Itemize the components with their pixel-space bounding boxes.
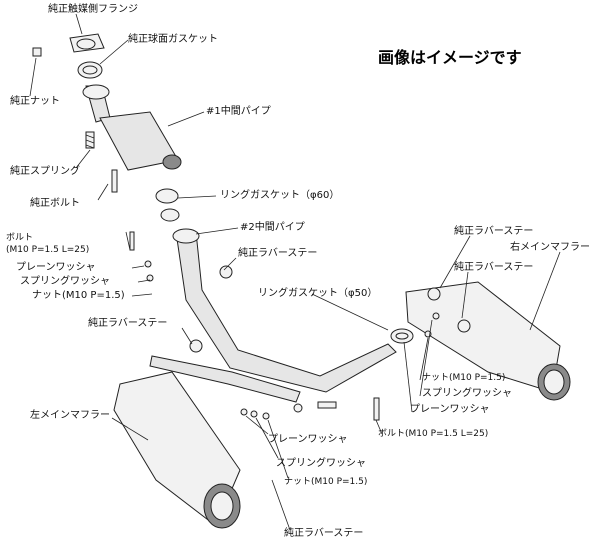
label-plain-washer-bottom: プレーンワッシャ xyxy=(268,434,348,445)
right-muffler-part xyxy=(405,281,571,401)
mid-pipe-2-part xyxy=(149,228,397,403)
bolt-part xyxy=(111,169,118,193)
label-bolt-spec-left: ボルト (M10 P=1.5 L=25) xyxy=(6,233,90,255)
label-oem-bolt: 純正ボルト xyxy=(30,198,80,209)
label-oem-rubber-stay-mid: 純正ラバーステー xyxy=(238,248,318,259)
catalyst-flange xyxy=(69,33,105,53)
label-oem-rubber-stay-bottom: 純正ラバーステー xyxy=(284,528,364,539)
label-nut-left: ナット(M10 P=1.5) xyxy=(32,290,125,301)
label-nut-bottom: ナット(M10 P=1.5) xyxy=(284,477,368,487)
label-oem-spring: 純正スプリング xyxy=(10,166,80,177)
label-oem-spherical-gasket: 純正球面ガスケット xyxy=(128,34,218,45)
leader-lines xyxy=(29,13,561,531)
label-ring-gasket-50: リングガスケット（φ50） xyxy=(258,288,378,299)
label-left-main-muffler: 左メインマフラー xyxy=(30,410,110,421)
left-muffler-part xyxy=(113,265,241,529)
label-oem-nut: 純正ナット xyxy=(10,96,60,107)
label-nut-right: ナット(M10 P=1.5) xyxy=(422,373,506,383)
label-plain-washer-right: プレーンワッシャ xyxy=(410,404,490,415)
label-spring-washer-left: スプリングワッシャ xyxy=(20,276,110,287)
label-oem-rubber-stay-right-top: 純正ラバーステー xyxy=(454,226,534,237)
label-mid-pipe-2: #2中間パイプ xyxy=(240,222,305,233)
spring-part xyxy=(85,131,95,149)
label-mid-pipe-1: #1中間パイプ xyxy=(206,106,271,117)
image-note: 画像はイメージです xyxy=(378,48,522,67)
label-right-main-muffler: 右メインマフラー xyxy=(510,242,590,253)
label-ring-gasket-60: リングガスケット（φ60） xyxy=(220,190,340,201)
mid-pipe-1-part xyxy=(82,84,182,171)
label-plain-washer-left: プレーンワッシャ xyxy=(16,262,96,273)
label-spring-washer-bottom: スプリングワッシャ xyxy=(276,458,366,469)
oem-nut-part xyxy=(32,47,42,57)
ring-gasket-50-part xyxy=(390,328,414,344)
spherical-gasket xyxy=(77,61,103,79)
label-bolt-spec-right: ボルト(M10 P=1.5 L=25) xyxy=(378,429,489,439)
hardware-parts xyxy=(129,231,440,421)
ring-gasket-60-part xyxy=(155,188,180,222)
label-oem-catalyst-flange: 純正触媒側フランジ xyxy=(48,4,138,15)
label-spring-washer-right: スプリングワッシャ xyxy=(422,388,512,399)
label-oem-rubber-stay-right-second: 純正ラバーステー xyxy=(454,262,534,273)
label-oem-rubber-stay-left: 純正ラバーステー xyxy=(88,318,168,329)
